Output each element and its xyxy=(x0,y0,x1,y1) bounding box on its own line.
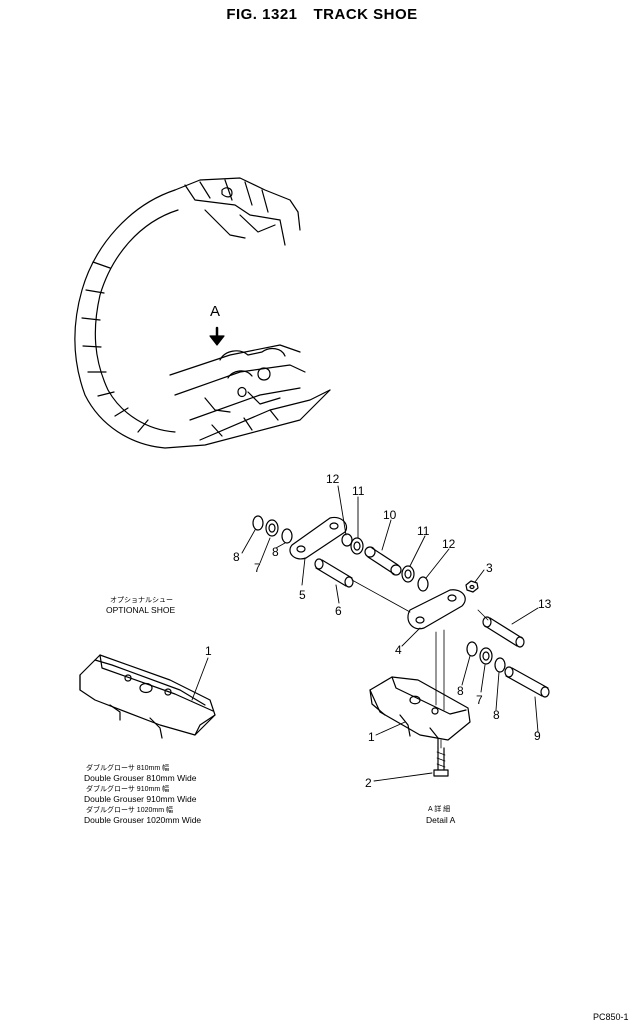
part-label-6: 6 xyxy=(335,604,342,618)
part-label-12-left: 12 xyxy=(326,472,340,486)
figure-title: FIG. 1321 TRACK SHOE xyxy=(0,6,644,23)
detail-a-illustration xyxy=(252,515,550,777)
grouser-note-jp-1: ダブルグローサ 810mm 幅 xyxy=(86,765,170,772)
leader-lines xyxy=(191,485,539,782)
optional-shoe-illustration xyxy=(79,654,216,739)
grouser-note-jp-3: ダブルグローサ 1020mm 幅 xyxy=(86,807,173,814)
grouser-note-3: Double Grouser 1020mm Wide xyxy=(84,815,202,825)
grouser-note-jp-2: ダブルグローサ 910mm 幅 xyxy=(86,786,170,793)
grouser-note-2: Double Grouser 910mm Wide xyxy=(84,794,197,804)
part-label-9: 9 xyxy=(534,729,541,743)
part-label-11-left: 11 xyxy=(352,484,365,498)
grouser-note-1: Double Grouser 810mm Wide xyxy=(84,773,197,783)
figure-number: FIG. 1321 xyxy=(226,6,298,23)
page-code: PC850-1 xyxy=(593,1012,629,1022)
part-label-8-right-b: 8 xyxy=(493,708,500,722)
detail-caption: Detail A xyxy=(426,815,456,825)
detail-a-marker: A xyxy=(210,303,221,320)
part-label-11-right: 11 xyxy=(417,524,430,538)
part-label-1-optional: 1 xyxy=(205,644,212,658)
part-label-1: 1 xyxy=(368,730,375,744)
detail-caption-jp: A 詳 細 xyxy=(428,806,451,813)
part-label-10: 10 xyxy=(383,508,397,522)
part-label-8-left-b: 8 xyxy=(272,545,279,559)
part-label-12-right: 12 xyxy=(442,537,456,551)
part-label-7-right: 7 xyxy=(476,693,483,707)
part-label-2: 2 xyxy=(365,776,372,790)
part-label-13: 13 xyxy=(538,597,552,611)
part-label-7-left: 7 xyxy=(254,561,261,575)
part-label-8-left-a: 8 xyxy=(233,550,240,564)
part-label-4: 4 xyxy=(395,643,402,657)
part-label-3: 3 xyxy=(486,561,493,575)
part-label-5: 5 xyxy=(299,588,306,602)
track-assembly-illustration xyxy=(74,177,331,449)
figure-name: TRACK SHOE xyxy=(313,6,418,23)
optional-shoe-caption-jp: オプショナルシュー xyxy=(110,597,173,604)
optional-shoe-caption: OPTIONAL SHOE xyxy=(106,605,176,615)
part-label-8-right-a: 8 xyxy=(457,684,464,698)
